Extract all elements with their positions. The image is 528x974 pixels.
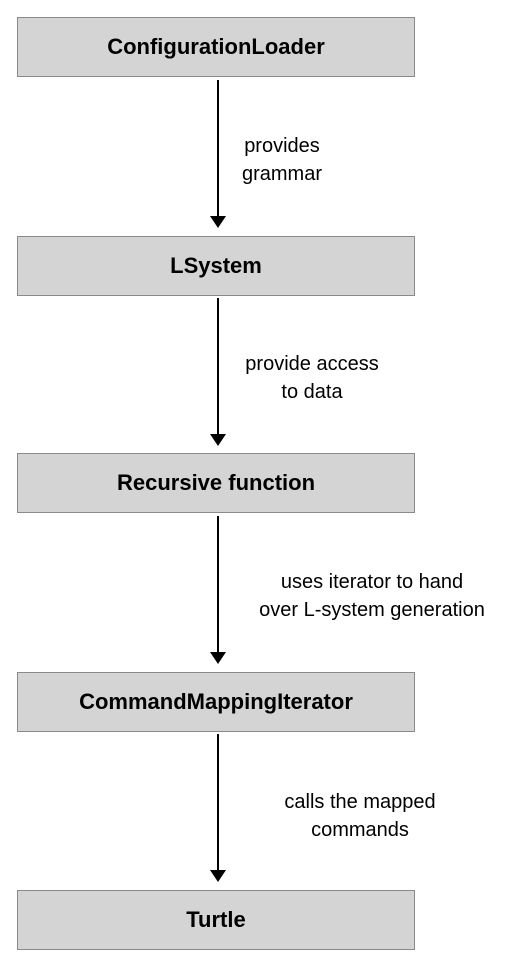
- edge-label-4: calls the mapped commands: [250, 788, 470, 844]
- node-configuration-loader: ConfigurationLoader: [17, 17, 415, 77]
- node-turtle: Turtle: [17, 890, 415, 950]
- edge-label-2-line1: provide access: [245, 353, 379, 375]
- edge-label-1-line2: grammar: [241, 163, 322, 185]
- node-recursive-function: Recursive function: [17, 453, 415, 513]
- edge-label-1-line1: provides: [244, 135, 320, 157]
- edge-label-4-line1: calls the mapped: [284, 791, 436, 813]
- node-command-mapping-iterator: CommandMappingIterator: [17, 672, 415, 732]
- edge-label-3-line1: uses iterator to hand: [280, 571, 464, 593]
- node-lsystem: LSystem: [17, 236, 415, 296]
- edge-label-3-line2: over L-system generation: [259, 599, 485, 621]
- edge-label-4-line2: commands: [311, 819, 409, 841]
- edge-label-2-line2: to data: [281, 381, 343, 403]
- edge-label-3: uses iterator to hand over L-system gene…: [232, 568, 512, 624]
- edge-label-2: provide access to data: [222, 350, 402, 406]
- edge-label-1: provides grammar: [200, 132, 364, 188]
